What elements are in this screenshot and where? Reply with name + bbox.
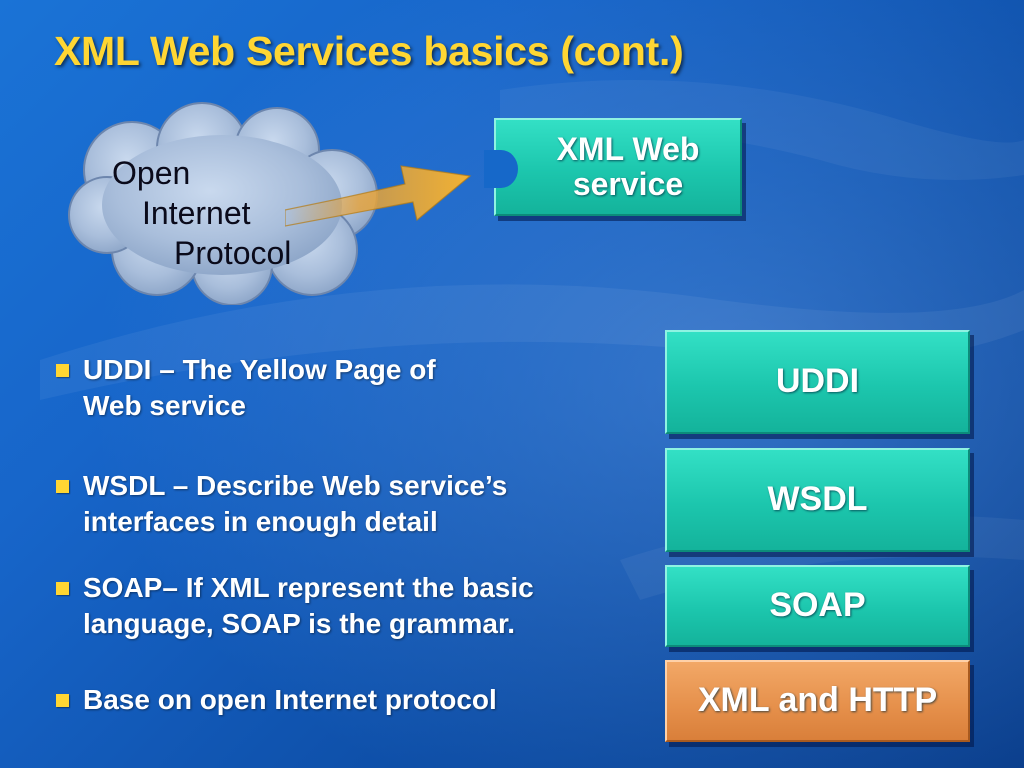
bullet-item-protocol: Base on open Internet protocol bbox=[56, 682, 497, 718]
bullet-item-wsdl: WSDL – Describe Web service’s interfaces… bbox=[56, 468, 507, 540]
bullet-item-uddi: UDDI – The Yellow Page of Web service bbox=[56, 352, 436, 424]
bullet-text: SOAP– If XML represent the basic languag… bbox=[83, 572, 534, 639]
bullet-text: WSDL – Describe Web service’s interfaces… bbox=[83, 470, 508, 537]
service-port-notch bbox=[484, 150, 518, 188]
cloud-text-internet: Internet bbox=[142, 195, 251, 231]
bullet-text: UDDI – The Yellow Page of Web service bbox=[83, 354, 436, 421]
bullet-item-soap: SOAP– If XML represent the basic languag… bbox=[56, 570, 534, 642]
stack-label-xml-http: XML and HTTP bbox=[697, 681, 938, 720]
bullet-square-icon bbox=[56, 364, 69, 377]
stack-layer-wsdl: WSDL bbox=[665, 448, 970, 552]
bullet-square-icon bbox=[56, 694, 69, 707]
internet-cloud: Open Internet Protocol bbox=[62, 100, 392, 306]
stack-layer-uddi: UDDI bbox=[665, 330, 970, 434]
stack-label-soap: SOAP bbox=[769, 586, 866, 625]
arrow-icon bbox=[285, 165, 472, 227]
xml-web-service-label: XML Web service bbox=[556, 130, 700, 202]
slide-title: XML Web Services basics (cont.) bbox=[54, 28, 684, 74]
bullet-text: Base on open Internet protocol bbox=[83, 684, 497, 715]
cloud-text-open: Open bbox=[112, 155, 191, 191]
stack-layer-soap: SOAP bbox=[665, 565, 970, 647]
cloud-icon bbox=[68, 102, 378, 306]
stack-layer-xml-http: XML and HTTP bbox=[665, 660, 970, 742]
stack-label-wsdl: WSDL bbox=[767, 480, 868, 519]
stack-label-uddi: UDDI bbox=[775, 362, 860, 401]
bullet-square-icon bbox=[56, 480, 69, 493]
bullet-square-icon bbox=[56, 582, 69, 595]
xml-web-service-box: XML Web service bbox=[494, 118, 742, 216]
cloud-text-protocol: Protocol bbox=[174, 235, 292, 271]
